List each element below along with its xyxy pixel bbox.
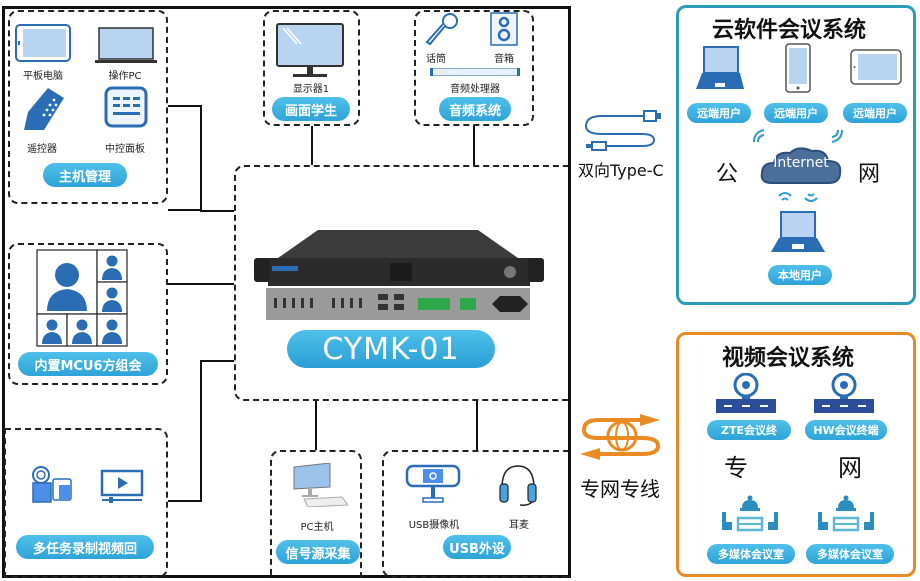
monitor-icon	[276, 23, 344, 77]
public-char-left: 公	[716, 162, 739, 187]
connector-host-h	[168, 105, 201, 107]
audio-processor-label: 音频处理器	[450, 84, 500, 95]
laptop-icon	[95, 27, 157, 63]
camcorder-icon	[32, 466, 72, 503]
connector-record-h1	[200, 360, 234, 362]
remote-user-tag: 远端用户	[687, 103, 751, 123]
meeting-room-icon	[722, 495, 778, 532]
usb-cable-icon	[584, 110, 661, 151]
globe-arrows-icon	[580, 414, 661, 460]
meeting-room-tag: 多媒体会议室	[806, 544, 894, 564]
headset-label: 耳麦	[509, 520, 529, 531]
hw-terminal-icon	[814, 373, 874, 413]
local-laptop-icon	[771, 192, 825, 252]
laptop-label: 操作PC	[108, 71, 142, 82]
connector-record-v	[200, 360, 202, 502]
mcu-tag: 内置MCU6方组会	[18, 352, 158, 376]
wifi-icon	[831, 129, 843, 143]
meeting-room-tag: 多媒体会议室	[707, 544, 795, 564]
usb-peripherals-tag: USB外设	[443, 535, 511, 559]
device-group	[234, 165, 568, 401]
zte-terminal-tag: ZTE会议终	[707, 420, 791, 440]
video-system-title: 视频会议系统	[722, 346, 855, 371]
remote-control-icon	[24, 88, 64, 130]
remote-control-label: 遥控器	[27, 144, 57, 155]
control-panel-label: 中控面板	[105, 144, 145, 155]
connector-host-v	[200, 105, 202, 211]
signal-source-group	[270, 450, 362, 578]
usb-peripherals-group	[382, 450, 568, 578]
remote-laptop-icon	[696, 46, 744, 89]
mcu-group	[8, 243, 168, 385]
six-party-grid-icon	[36, 249, 128, 347]
host-management-group	[8, 10, 168, 204]
cloud-system-title: 云软件会议系统	[712, 18, 867, 43]
connector-usb	[476, 401, 478, 450]
usb-camera-icon	[405, 464, 461, 503]
microphone-label: 话筒	[426, 54, 446, 65]
remote-tablet-icon	[850, 49, 902, 85]
remote-user-tag: 远端用户	[843, 103, 907, 123]
video-conference-system	[676, 332, 916, 577]
audio-processor-icon	[430, 68, 520, 76]
signal-source-tag: 信号源采集	[276, 540, 360, 564]
connector-signal	[315, 401, 317, 450]
microphone-icon	[425, 13, 458, 46]
audio-tag: 音频系统	[439, 97, 511, 121]
usb-camera-label: USB摄像机	[408, 520, 460, 531]
video-play-icon	[100, 469, 144, 503]
local-user-tag: 本地用户	[768, 265, 832, 285]
headset-icon	[499, 465, 537, 506]
recording-tag: 多任务录制视频回	[16, 535, 154, 559]
private-char-left: 专	[724, 454, 748, 482]
speaker-icon	[490, 12, 518, 46]
typec-label: 双向Type-C	[578, 161, 664, 180]
connector-audio	[473, 126, 475, 165]
remote-phone-icon	[785, 43, 811, 93]
display-group	[263, 10, 360, 126]
speaker-label: 音箱	[494, 54, 514, 65]
tablet-icon	[15, 24, 71, 62]
tablet-label: 平板电脑	[23, 71, 63, 82]
recording-group	[4, 428, 168, 578]
private-line-label: 专网专线	[580, 477, 660, 501]
connector-record-h2	[168, 500, 202, 502]
internet-label: Internet	[773, 155, 829, 171]
device-model-tag: CYMK-01	[287, 330, 495, 368]
host-management-tag: 主机管理	[43, 163, 127, 187]
internet-cloud-icon	[760, 147, 842, 184]
pc-host-icon	[293, 463, 348, 507]
display-tag: 画面学生	[272, 97, 350, 121]
zte-terminal-icon	[716, 373, 776, 413]
device-image	[254, 230, 544, 320]
control-panel-icon	[104, 86, 148, 128]
pc-host-label: PC主机	[300, 522, 334, 533]
public-char-right: 网	[858, 162, 881, 187]
audio-group	[414, 10, 534, 126]
hw-terminal-tag: HW会议终端	[805, 420, 887, 440]
main-system-frame	[2, 6, 571, 578]
connector-host	[200, 210, 234, 212]
wifi-icon	[753, 129, 765, 143]
connector-mcu	[168, 283, 234, 285]
connector-display	[311, 126, 313, 165]
meeting-room-icon	[818, 495, 874, 532]
private-char-right: 网	[838, 454, 862, 482]
display-label: 显示器1	[292, 84, 330, 95]
connector-host	[168, 209, 201, 211]
remote-user-tag: 远端用户	[764, 103, 828, 123]
